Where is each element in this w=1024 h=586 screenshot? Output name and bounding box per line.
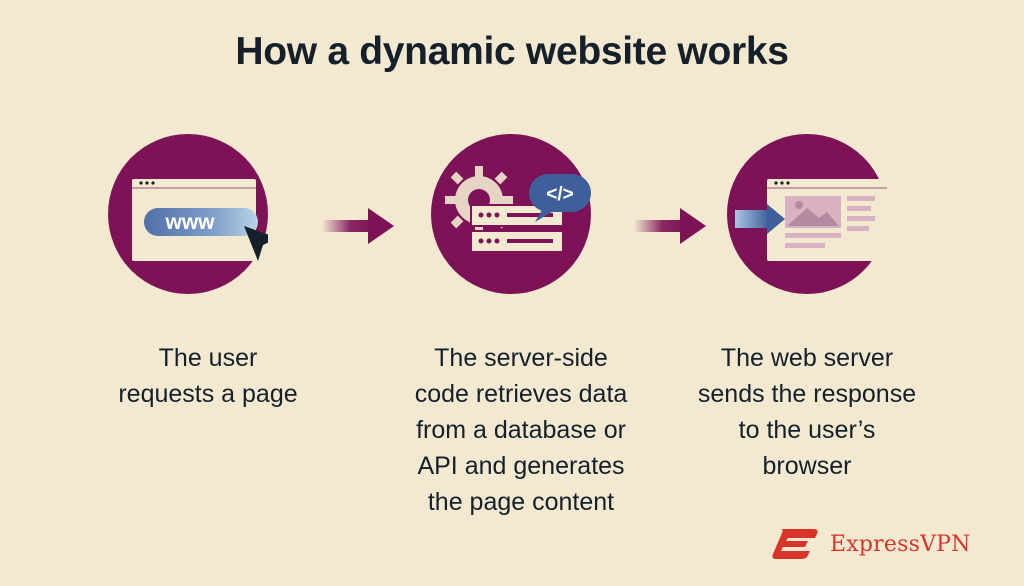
step-2-circle: </>	[431, 134, 591, 294]
expressvpn-logo-icon	[772, 529, 818, 559]
brand-name: ExpressVPN	[830, 531, 971, 557]
browser-www-cursor-icon: www	[132, 179, 268, 261]
step-3-caption: The web server sends the response to the…	[697, 344, 917, 480]
step-1-caption: The user requests a page	[118, 344, 298, 408]
page-title: How a dynamic website works	[235, 30, 789, 73]
brand-logo: ExpressVPN	[770, 524, 971, 564]
step-3-circle	[727, 134, 887, 294]
arrow-right-icon	[634, 208, 706, 244]
browser-response-icon	[735, 179, 887, 261]
arrow-right-icon	[322, 208, 394, 244]
server-gear-code-icon: </>	[445, 166, 591, 253]
code-text: </>	[546, 184, 573, 205]
url-text: www	[164, 211, 215, 234]
step-1-circle: www	[108, 134, 268, 294]
step-2-caption: The server-side code retrieves data from…	[414, 344, 628, 516]
